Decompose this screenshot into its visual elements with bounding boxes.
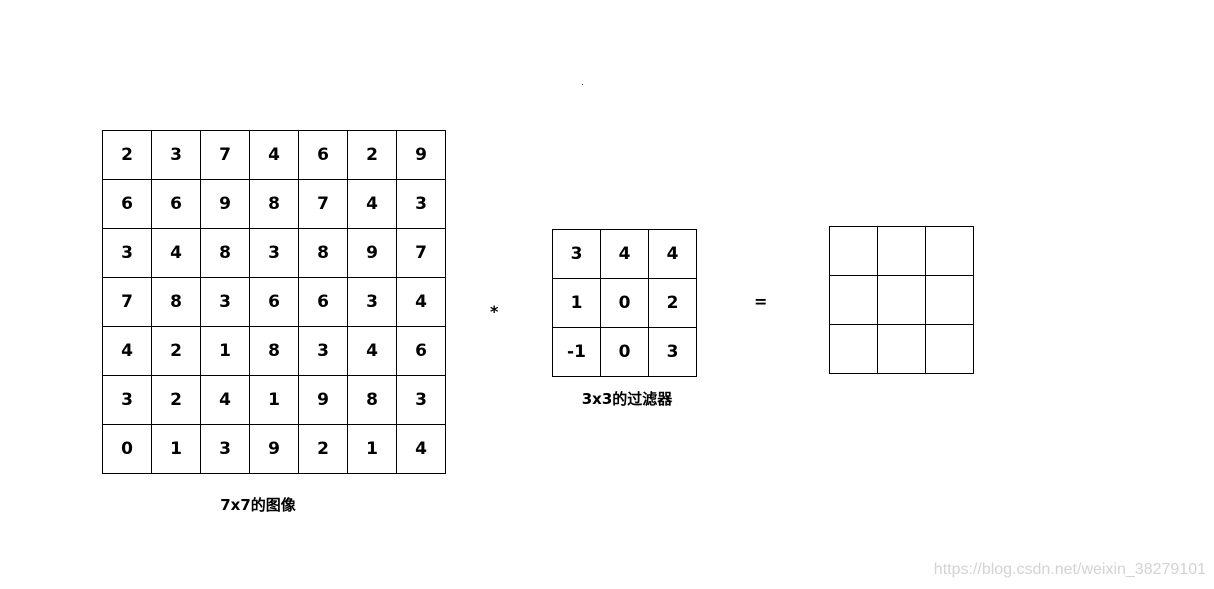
image-cell: 3 <box>102 375 152 425</box>
image-cell: 7 <box>102 277 152 327</box>
output-cell <box>925 324 974 374</box>
image-cell: 4 <box>249 130 299 180</box>
image-cell: 8 <box>347 375 397 425</box>
image-grid-row: 2 3 7 4 6 2 9 <box>102 130 446 180</box>
image-cell: 2 <box>102 130 152 180</box>
image-cell: 2 <box>347 130 397 180</box>
image-cell: 9 <box>249 424 299 474</box>
image-cell: 4 <box>396 277 446 327</box>
image-cell: 6 <box>151 179 201 229</box>
output-grid-row <box>829 226 974 276</box>
filter-cell: 3 <box>648 327 697 377</box>
image-cell: 4 <box>102 326 152 376</box>
image-cell: 4 <box>347 179 397 229</box>
filter-cell: 3 <box>552 229 601 279</box>
output-cell <box>877 324 926 374</box>
image-cell: 6 <box>102 179 152 229</box>
filter-cell: -1 <box>552 327 601 377</box>
image-cell: 3 <box>396 375 446 425</box>
output-cell <box>925 275 974 325</box>
filter-cell: 0 <box>600 327 649 377</box>
image-cell: 4 <box>347 326 397 376</box>
image-cell: 6 <box>249 277 299 327</box>
image-grid-row: 6 6 9 8 7 4 3 <box>102 179 446 229</box>
multiply-operator: * <box>490 302 499 321</box>
image-cell: 1 <box>347 424 397 474</box>
output-cell <box>829 275 878 325</box>
filter-cell: 2 <box>648 278 697 328</box>
image-cell: 9 <box>347 228 397 278</box>
image-cell: 1 <box>200 326 250 376</box>
image-grid-row: 7 8 3 6 6 3 4 <box>102 277 446 327</box>
output-cell <box>877 275 926 325</box>
filter-grid: 3 4 4 1 0 2 -1 0 3 <box>552 229 697 377</box>
image-cell: 3 <box>151 130 201 180</box>
image-cell: 2 <box>151 375 201 425</box>
image-cell: 8 <box>249 326 299 376</box>
image-cell: 9 <box>200 179 250 229</box>
output-cell <box>877 226 926 276</box>
filter-cell: 1 <box>552 278 601 328</box>
filter-cell: 4 <box>648 229 697 279</box>
filter-cell: 4 <box>600 229 649 279</box>
image-cell: 2 <box>298 424 348 474</box>
equals-operator: = <box>754 292 768 311</box>
image-cell: 7 <box>200 130 250 180</box>
image-cell: 3 <box>200 424 250 474</box>
image-cell: 8 <box>200 228 250 278</box>
image-cell: 6 <box>298 277 348 327</box>
image-cell: 0 <box>102 424 152 474</box>
stray-dot <box>582 84 583 85</box>
filter-grid-row: 3 4 4 <box>552 229 697 279</box>
image-grid: 2 3 7 4 6 2 9 6 6 9 8 7 4 3 3 4 8 3 8 9 … <box>102 130 446 474</box>
image-cell: 7 <box>298 179 348 229</box>
image-cell: 8 <box>151 277 201 327</box>
image-cell: 6 <box>298 130 348 180</box>
filter-grid-row: 1 0 2 <box>552 278 697 328</box>
image-grid-row: 3 2 4 1 9 8 3 <box>102 375 446 425</box>
image-cell: 3 <box>249 228 299 278</box>
output-grid <box>829 226 974 374</box>
image-cell: 6 <box>396 326 446 376</box>
output-grid-row <box>829 324 974 374</box>
image-cell: 1 <box>249 375 299 425</box>
image-cell: 3 <box>298 326 348 376</box>
image-caption: 7x7的图像 <box>220 496 296 514</box>
image-cell: 3 <box>347 277 397 327</box>
image-cell: 3 <box>200 277 250 327</box>
image-cell: 7 <box>396 228 446 278</box>
image-cell: 1 <box>151 424 201 474</box>
image-cell: 3 <box>396 179 446 229</box>
output-cell <box>925 226 974 276</box>
image-grid-row: 3 4 8 3 8 9 7 <box>102 228 446 278</box>
filter-caption: 3x3的过滤器 <box>581 390 673 408</box>
image-cell: 9 <box>298 375 348 425</box>
image-cell: 2 <box>151 326 201 376</box>
image-cell: 4 <box>396 424 446 474</box>
image-grid-row: 4 2 1 8 3 4 6 <box>102 326 446 376</box>
output-cell <box>829 226 878 276</box>
image-cell: 8 <box>249 179 299 229</box>
image-cell: 3 <box>102 228 152 278</box>
image-cell: 9 <box>396 130 446 180</box>
image-cell: 4 <box>151 228 201 278</box>
filter-grid-row: -1 0 3 <box>552 327 697 377</box>
output-cell <box>829 324 878 374</box>
filter-cell: 0 <box>600 278 649 328</box>
image-cell: 8 <box>298 228 348 278</box>
output-grid-row <box>829 275 974 325</box>
image-cell: 4 <box>200 375 250 425</box>
image-grid-row: 0 1 3 9 2 1 4 <box>102 424 446 474</box>
watermark: https://blog.csdn.net/weixin_38279101 <box>933 561 1206 578</box>
